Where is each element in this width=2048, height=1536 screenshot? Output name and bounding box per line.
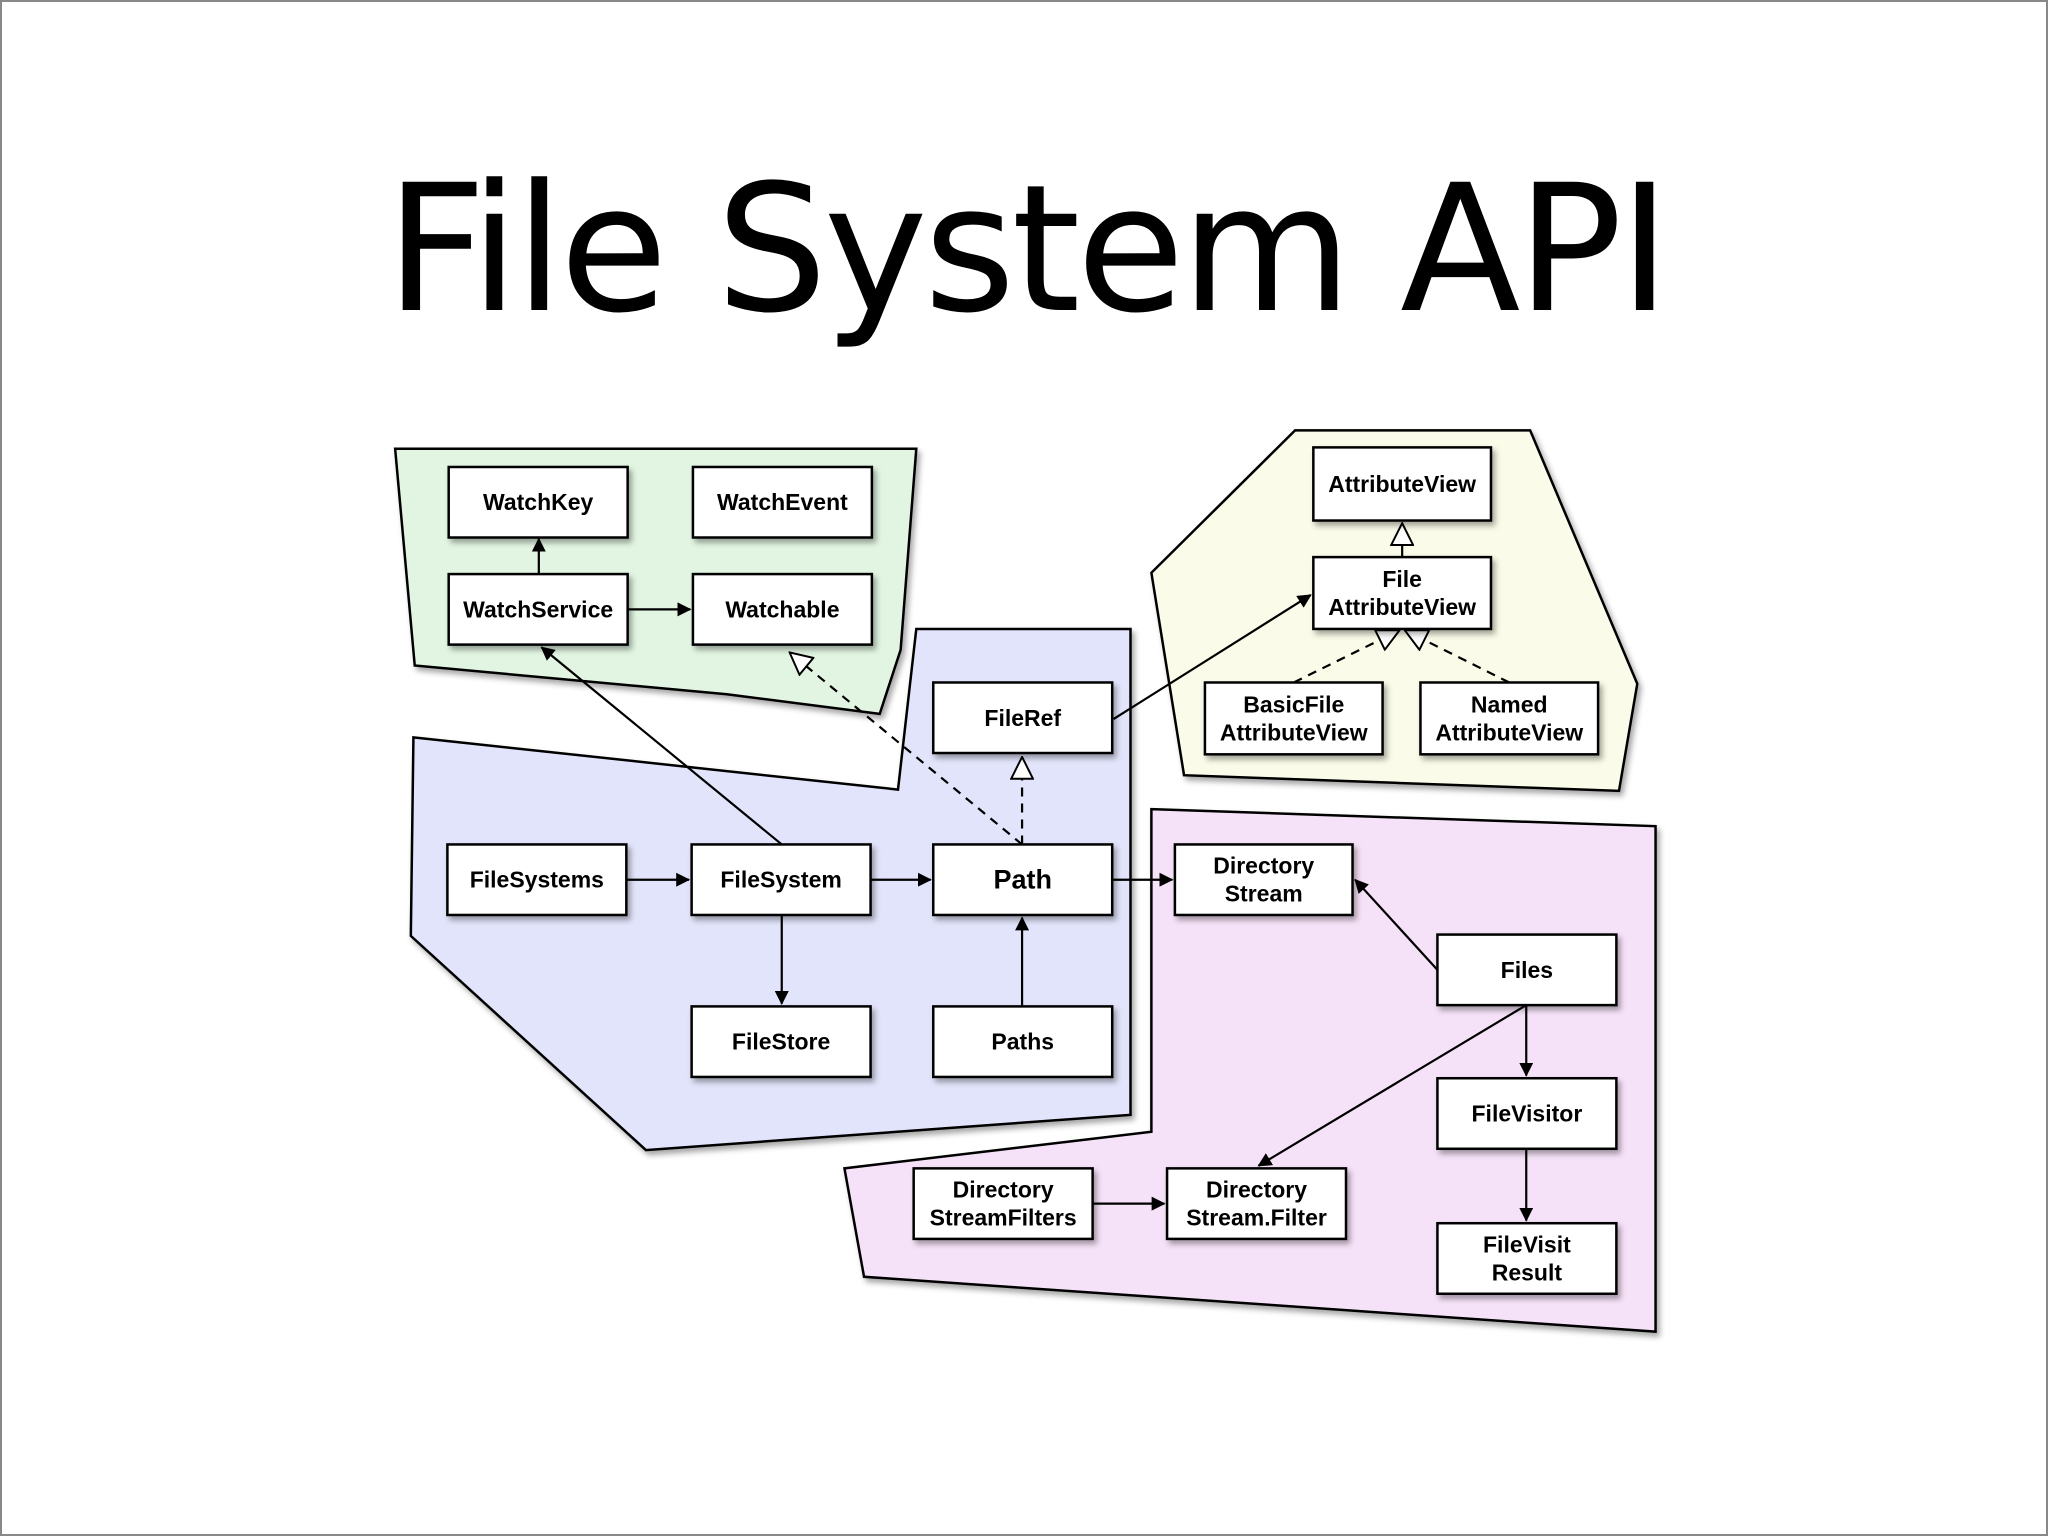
class-name-label: Directory xyxy=(1206,1177,1307,1203)
class-box-frame xyxy=(1312,446,1493,522)
class-box-AttributeView: AttributeView xyxy=(1312,446,1493,522)
class-box-frame xyxy=(1419,681,1600,756)
class-box-FileSystems: FileSystems xyxy=(446,843,628,917)
class-box-Files: Files xyxy=(1436,933,1618,1007)
class-box-frame xyxy=(912,1167,1094,1241)
edge-BasicFileAttributeView-to-FileAttributeView xyxy=(1293,630,1400,684)
class-box-frame xyxy=(690,1005,872,1079)
class-name-label: AttributeView xyxy=(1328,594,1476,620)
class-name-label: Stream xyxy=(1225,881,1303,907)
class-name-label: Result xyxy=(1492,1259,1563,1285)
class-name-label: Files xyxy=(1501,957,1553,983)
class-box-frame xyxy=(1165,1167,1348,1241)
class-name-label: FileSystems xyxy=(470,867,604,893)
edge-FileSystem-to-WatchService xyxy=(540,646,783,846)
class-box-FileVisitor: FileVisitor xyxy=(1436,1076,1618,1151)
class-name-label: Stream.Filter xyxy=(1186,1205,1327,1231)
class-name-label: FileVisitor xyxy=(1472,1101,1583,1127)
class-name-label: Watchable xyxy=(725,596,839,622)
edge-Path-to-Watchable xyxy=(790,652,1023,846)
class-box-frame xyxy=(691,572,874,646)
class-name-label: BasicFile xyxy=(1243,691,1344,717)
slide-title: File System API xyxy=(385,147,1670,352)
class-box-WatchEvent: WatchEvent xyxy=(691,465,874,539)
class-box-FileRef: FileRef xyxy=(932,681,1114,755)
class-box-WatchKey: WatchKey xyxy=(447,465,629,539)
class-name-label: File xyxy=(1382,566,1422,592)
class-box-frame xyxy=(1173,843,1354,917)
class-box-frame xyxy=(1436,933,1618,1007)
class-name-label: AttributeView xyxy=(1435,719,1583,745)
class-name-label: StreamFilters xyxy=(930,1205,1077,1231)
class-box-FileStore: FileStore xyxy=(690,1005,872,1079)
class-name-label: Directory xyxy=(953,1177,1054,1203)
class-name-label: WatchEvent xyxy=(717,489,848,515)
class-name-label: Named xyxy=(1471,691,1548,717)
class-name-label: FileStore xyxy=(732,1029,830,1055)
class-box-frame xyxy=(932,681,1114,755)
class-box-frame xyxy=(446,843,628,917)
class-box-frame xyxy=(691,465,874,539)
edge-Files-to-DirectoryStream xyxy=(1354,878,1439,971)
class-box-frame xyxy=(1312,555,1493,631)
class-name-label: Path xyxy=(993,865,1052,895)
class-name-label: FileVisit xyxy=(1483,1231,1571,1257)
class-box-frame xyxy=(932,843,1114,917)
class-box-FileSystem: FileSystem xyxy=(690,843,872,917)
class-box-WatchService: WatchService xyxy=(447,572,629,646)
class-name-label: Directory xyxy=(1213,853,1314,879)
class-box-frame xyxy=(447,572,629,646)
class-name-label: FileSystem xyxy=(720,867,841,893)
class-name-label: Paths xyxy=(991,1029,1054,1055)
class-box-Path: Path xyxy=(932,843,1114,917)
class-box-frame xyxy=(447,465,629,539)
class-name-label: WatchService xyxy=(463,596,613,622)
class-box-frame xyxy=(1436,1076,1618,1151)
edge-Files-to-DirectoryStreamFilter xyxy=(1257,1004,1527,1167)
class-box-frame xyxy=(1436,1221,1618,1296)
class-box-frame xyxy=(1203,681,1384,756)
edge-NamedAttributeView-to-FileAttributeView xyxy=(1405,629,1510,684)
class-box-frame xyxy=(932,1005,1114,1079)
edge-FileRef-to-FileAttributeView xyxy=(1112,594,1312,720)
class-name-label: AttributeView xyxy=(1328,471,1476,497)
class-name-label: AttributeView xyxy=(1220,719,1368,745)
class-box-frame xyxy=(690,843,872,917)
class-box-Watchable: Watchable xyxy=(691,572,874,646)
class-name-label: FileRef xyxy=(984,705,1061,731)
class-box-Paths: Paths xyxy=(932,1005,1114,1079)
class-name-label: WatchKey xyxy=(483,489,594,515)
